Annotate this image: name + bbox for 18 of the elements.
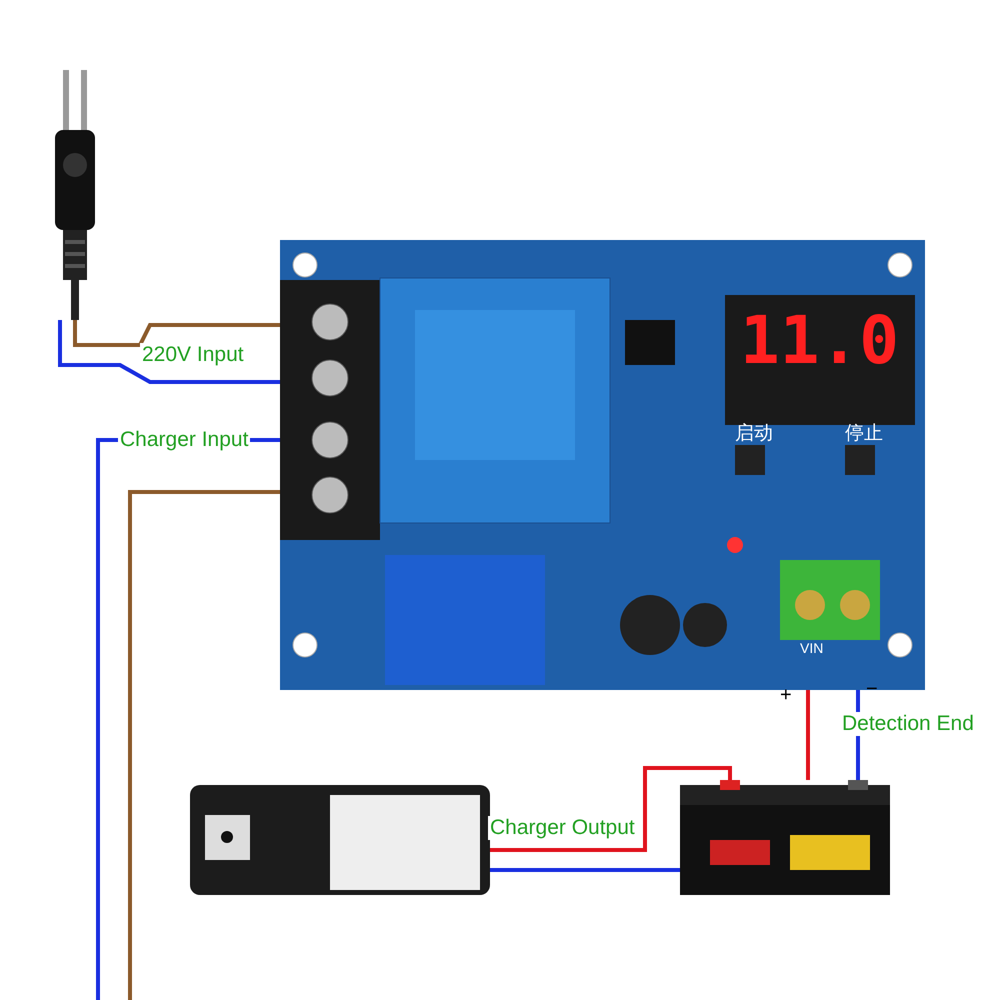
wire: [58, 320, 280, 384]
button-label: 停止: [845, 422, 883, 446]
circuit-board-drawing: [280, 240, 925, 690]
button-label: 启动: [735, 422, 773, 446]
polarity-sign: −: [866, 678, 878, 701]
wire: [490, 766, 732, 852]
display-readout: 11.0: [740, 302, 899, 379]
wire: [128, 490, 280, 1000]
wire: [73, 320, 280, 347]
wire-label: Charger Input: [118, 428, 250, 452]
wire-label: Charger Output: [488, 816, 637, 840]
wire: [806, 690, 810, 780]
power-adapter-drawing: [190, 785, 490, 895]
wire: [490, 868, 680, 872]
terminal-label: VIN: [800, 640, 824, 656]
polarity-sign: +: [780, 684, 792, 707]
wire-label: 220V Input: [140, 343, 246, 367]
battery-drawing: [680, 780, 890, 895]
